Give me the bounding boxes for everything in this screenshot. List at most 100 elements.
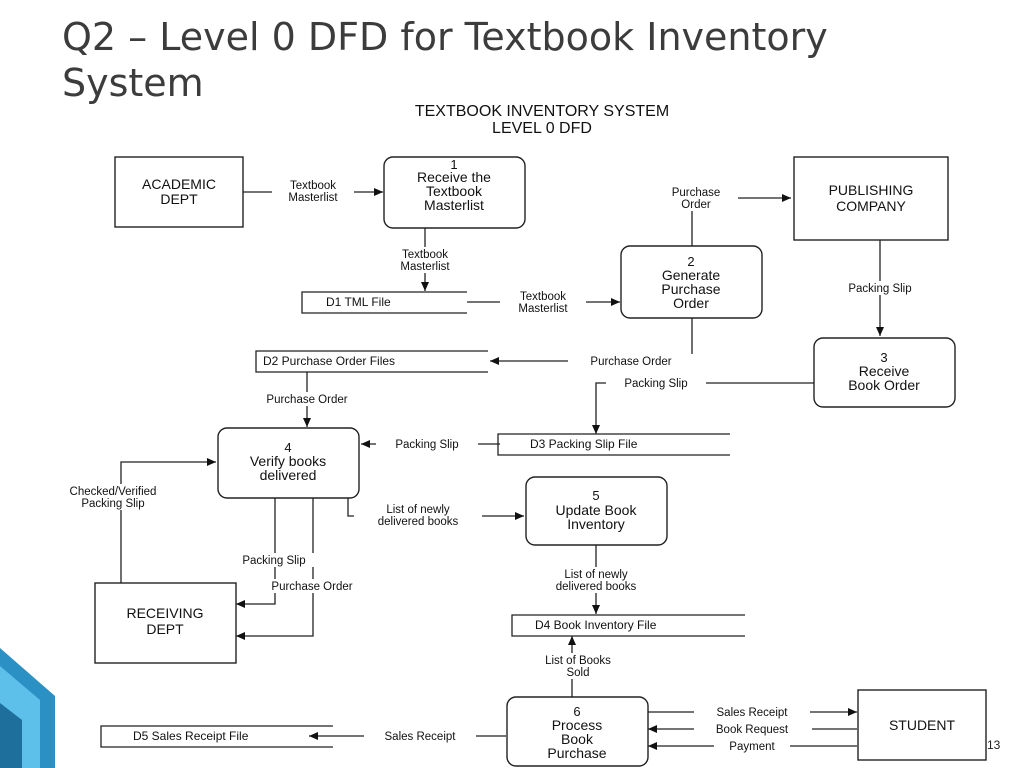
svg-text:D3 Packing Slip File: D3 Packing Slip File: [530, 437, 638, 451]
svg-text:delivered books: delivered books: [378, 516, 459, 528]
svg-text:Receive: Receive: [859, 363, 910, 379]
flow-p3-to-d3: [592, 382, 814, 434]
svg-text:Textbook: Textbook: [402, 249, 448, 261]
flow-p4-to-receiving-packing-slip: [236, 498, 276, 608]
svg-text:DEPT: DEPT: [146, 621, 184, 637]
flow-labels: Textbook Masterlist Textbook Masterlist …: [50, 178, 932, 753]
svg-text:COMPANY: COMPANY: [836, 198, 906, 214]
svg-text:Payment: Payment: [729, 741, 775, 753]
entity-receiving-dept: RECEIVING DEPT: [94, 582, 237, 664]
process-1-receive-masterlist: 1 Receive the Textbook Masterlist: [383, 156, 526, 229]
label-p3-to-d3: Packing Slip: [606, 376, 706, 390]
flow-p4-to-receiving-purchase-order: [236, 498, 314, 640]
svg-text:List of Books: List of Books: [545, 655, 611, 667]
svg-text:Order: Order: [673, 295, 709, 311]
svg-text:Packing Slip: Packing Slip: [624, 378, 687, 390]
entity-academic-dept: ACADEMIC DEPT: [114, 156, 244, 228]
label-p4-to-p5: List of newly delivered books: [354, 502, 482, 528]
svg-text:Receive the: Receive the: [417, 169, 491, 185]
slide-title-line2: System: [62, 61, 204, 105]
svg-text:Purchase Order: Purchase Order: [266, 394, 347, 406]
label-p6-to-d4: List of Books Sold: [524, 653, 630, 679]
svg-text:Update Book: Update Book: [556, 502, 638, 518]
svg-text:Textbook: Textbook: [520, 291, 566, 303]
label-p2-to-d2: Purchase Order: [568, 354, 694, 368]
svg-text:Masterlist: Masterlist: [424, 197, 484, 213]
process-5-update-book-inventory: 5 Update Book Inventory: [525, 476, 668, 546]
entity-student: STUDENT: [857, 689, 987, 761]
svg-text:Packing Slip: Packing Slip: [242, 555, 305, 567]
label-p4-to-receiving-packing-slip: Packing Slip: [222, 553, 326, 567]
svg-text:Order: Order: [681, 199, 711, 211]
svg-text:List of newly: List of newly: [564, 569, 628, 581]
svg-text:Book: Book: [561, 731, 594, 747]
svg-text:Book Order: Book Order: [848, 377, 920, 393]
svg-text:Purchase Order: Purchase Order: [590, 356, 671, 368]
svg-text:Generate: Generate: [662, 267, 721, 283]
svg-text:5: 5: [592, 488, 599, 503]
label-p4-to-receiving-purchase-order: Purchase Order: [248, 579, 376, 593]
svg-text:Packing Slip: Packing Slip: [848, 283, 911, 295]
svg-text:Purchase: Purchase: [547, 745, 606, 761]
entity-publishing-company: PUBLISHING COMPANY: [793, 156, 949, 241]
svg-text:4: 4: [284, 440, 291, 455]
svg-text:delivered books: delivered books: [556, 581, 637, 593]
svg-text:PUBLISHING: PUBLISHING: [829, 182, 914, 198]
label-academic-to-p1: Textbook Masterlist: [272, 178, 354, 204]
svg-text:D4 Book Inventory File: D4 Book Inventory File: [535, 618, 657, 632]
flow-receiving-to-p4: [120, 458, 216, 583]
svg-text:D5 Sales Receipt File: D5 Sales Receipt File: [133, 729, 249, 743]
svg-text:6: 6: [573, 704, 580, 719]
process-4-verify-books-delivered: 4 Verify books delivered: [217, 427, 360, 499]
process-3-receive-book-order: 3 Receive Book Order: [813, 337, 956, 408]
svg-text:D1 TML File: D1 TML File: [326, 295, 391, 309]
svg-text:Purchase: Purchase: [672, 187, 721, 199]
label-d1-to-p2: Textbook Masterlist: [500, 289, 586, 315]
label-p1-to-d1: Textbook Masterlist: [384, 247, 466, 273]
svg-text:List of newly: List of newly: [386, 504, 450, 516]
page-number: 13: [987, 738, 1001, 752]
store-d3-packing-slip-file: D3 Packing Slip File: [497, 433, 730, 456]
label-p5-to-d4: List of newly delivered books: [530, 567, 662, 593]
svg-text:ACADEMIC: ACADEMIC: [142, 176, 216, 192]
process-2-generate-purchase-order: 2 Generate Purchase Order: [620, 245, 763, 319]
label-d3-to-p4: Packing Slip: [376, 437, 478, 451]
svg-text:Book Request: Book Request: [716, 724, 789, 736]
diagram-title-line2: LEVEL 0 DFD: [492, 120, 592, 137]
label-student-to-p6-payment: Payment: [714, 739, 790, 753]
svg-text:RECEIVING: RECEIVING: [126, 605, 203, 621]
svg-text:Sales Receipt: Sales Receipt: [385, 731, 457, 743]
svg-text:Textbook: Textbook: [290, 180, 336, 192]
svg-text:2: 2: [687, 254, 694, 269]
label-d2-to-p4: Purchase Order: [240, 392, 374, 406]
label-receiving-to-p4: Checked/Verified Packing Slip: [50, 484, 176, 510]
store-d2-purchase-order-files: D2 Purchase Order Files: [255, 350, 488, 373]
svg-text:Checked/Verified: Checked/Verified: [70, 486, 157, 498]
process-6-process-book-purchase: 6 Process Book Purchase: [506, 696, 649, 767]
svg-text:delivered: delivered: [260, 467, 317, 483]
svg-text:Purchase: Purchase: [661, 281, 720, 297]
svg-text:STUDENT: STUDENT: [889, 717, 956, 733]
svg-text:Packing Slip: Packing Slip: [81, 498, 144, 510]
svg-text:Purchase Order: Purchase Order: [271, 581, 352, 593]
label-p6-to-d5: Sales Receipt: [364, 729, 476, 743]
slide-title: Q2 – Level 0 DFD for Textbook Inventory …: [62, 14, 962, 106]
svg-text:3: 3: [880, 350, 887, 365]
store-d5-sales-receipt-file: D5 Sales Receipt File: [100, 725, 333, 748]
label-student-to-p6-request: Book Request: [694, 722, 812, 736]
label-p6-to-student-receipt: Sales Receipt: [694, 705, 810, 719]
svg-text:Verify books: Verify books: [250, 453, 326, 469]
diagram-title-line1: TEXTBOOK INVENTORY SYSTEM: [415, 103, 669, 120]
svg-text:Packing Slip: Packing Slip: [395, 439, 458, 451]
slide-title-line1: Q2 – Level 0 DFD for Textbook Inventory: [62, 15, 828, 59]
label-p2-to-publishing: Purchase Order: [654, 185, 738, 211]
svg-text:Sold: Sold: [566, 667, 589, 679]
svg-text:Sales Receipt: Sales Receipt: [717, 707, 789, 719]
svg-text:DEPT: DEPT: [160, 191, 198, 207]
store-d4-book-inventory-file: D4 Book Inventory File: [511, 614, 745, 637]
label-publishing-to-p3: Packing Slip: [828, 281, 932, 295]
svg-text:Inventory: Inventory: [567, 516, 625, 532]
store-d1-tml-file: D1 TML File: [301, 291, 467, 314]
svg-text:D2 Purchase Order Files: D2 Purchase Order Files: [263, 354, 395, 368]
